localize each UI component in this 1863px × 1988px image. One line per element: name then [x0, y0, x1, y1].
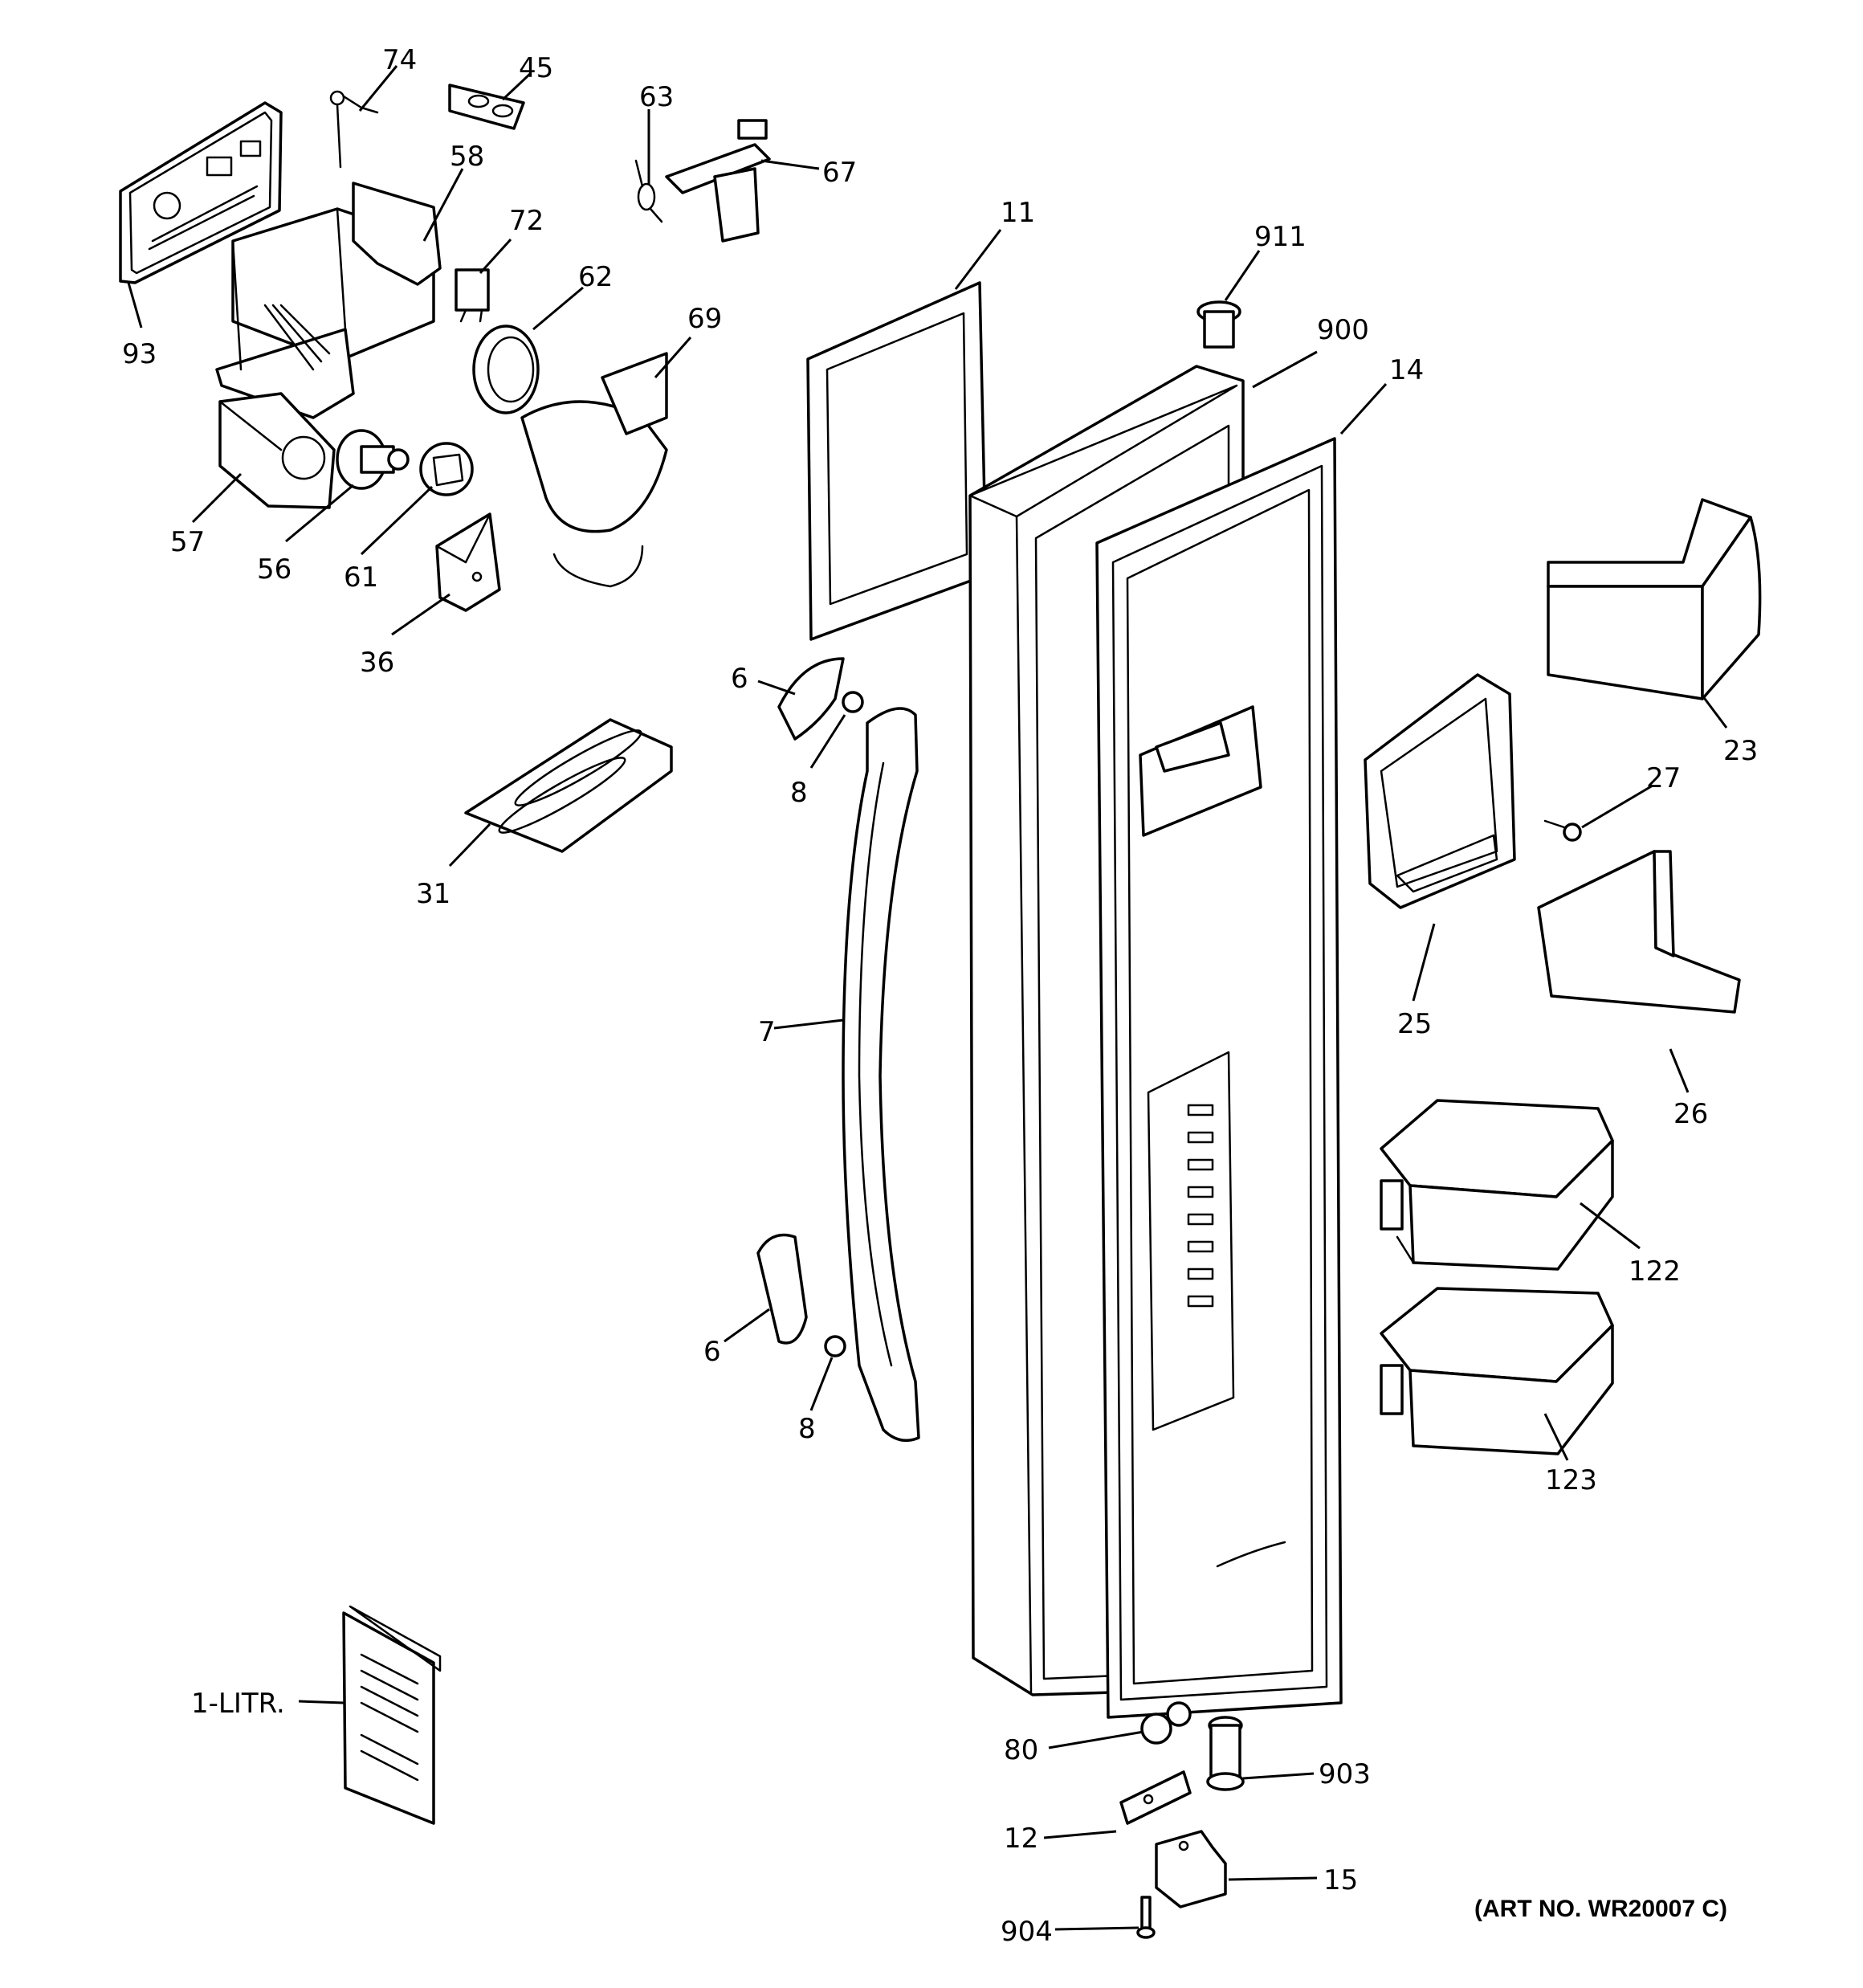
- part-123-door-bin: [1380, 1287, 1614, 1455]
- part-61-coupler: [419, 442, 474, 496]
- label-6-upper: 6: [731, 663, 748, 695]
- label-45: 45: [519, 52, 553, 84]
- label-57: 57: [170, 526, 205, 558]
- part-72-switch: [455, 268, 490, 323]
- part-903-bushing: [1206, 1716, 1245, 1791]
- label-80: 80: [1004, 1734, 1038, 1766]
- label-23: 23: [1723, 735, 1758, 767]
- label-7: 7: [758, 1016, 776, 1048]
- label-15: 15: [1323, 1864, 1358, 1896]
- part-122-door-bin: [1380, 1099, 1614, 1271]
- part-15-hinge: [1155, 1830, 1227, 1908]
- part-45-bracket: [448, 84, 525, 130]
- label-58: 58: [450, 141, 484, 173]
- part-labels: 74 45 63 67 58 72 62 69 93 57 56 61 36 3…: [122, 44, 1758, 1948]
- part-911-bushing: [1196, 300, 1241, 349]
- part-1-litr-literature: [342, 1605, 442, 1825]
- part-62-ring: [472, 325, 540, 414]
- label-14: 14: [1389, 354, 1424, 386]
- label-27: 27: [1646, 762, 1681, 794]
- label-31: 31: [416, 878, 450, 910]
- label-8-upper: 8: [790, 777, 808, 809]
- part-7-handle: [842, 707, 920, 1443]
- label-904: 904: [1001, 1916, 1053, 1948]
- label-67: 67: [822, 157, 857, 189]
- label-72: 72: [509, 205, 544, 237]
- label-69: 69: [687, 303, 722, 335]
- label-36: 36: [360, 647, 394, 679]
- part-67-lever: [665, 119, 771, 243]
- part-63-spring: [634, 159, 663, 223]
- label-93: 93: [122, 338, 157, 370]
- label-26: 26: [1673, 1098, 1708, 1130]
- part-58-housing: [215, 182, 442, 419]
- label-12: 12: [1004, 1823, 1038, 1855]
- part-11-frame: [806, 281, 988, 641]
- part-31-drip-tray: [464, 718, 673, 853]
- part-25-bin: [1364, 673, 1516, 909]
- part-69-chute: [520, 352, 668, 588]
- part-23-cover: [1547, 498, 1762, 700]
- part-80-bushing: [1140, 1701, 1192, 1745]
- part-6-upper-cap: [777, 657, 845, 741]
- label-25: 25: [1397, 1008, 1432, 1040]
- part-26-bin: [1537, 850, 1741, 1014]
- part-93-control-board: [119, 101, 283, 284]
- label-6-lower: 6: [703, 1336, 721, 1368]
- part-57-cover: [218, 392, 336, 509]
- part-14-liner: [1095, 437, 1343, 1719]
- part-56-auger: [336, 429, 410, 490]
- part-12-bracket: [1119, 1770, 1192, 1825]
- label-900: 900: [1317, 314, 1369, 346]
- label-62: 62: [578, 261, 613, 293]
- part-74-spring: [329, 90, 379, 169]
- part-27-screw: [1543, 819, 1582, 842]
- part-36-bracket: [435, 512, 501, 612]
- leader-lines: [127, 65, 1728, 1931]
- label-1-litr: 1-LITR.: [191, 1688, 285, 1720]
- part-8-upper-screw: [842, 691, 864, 713]
- label-8-lower: 8: [798, 1413, 816, 1445]
- label-56: 56: [257, 553, 291, 586]
- label-123: 123: [1545, 1464, 1597, 1496]
- label-911: 911: [1254, 221, 1307, 253]
- part-8-lower-screw: [824, 1335, 846, 1357]
- part-6-lower-cap: [756, 1233, 808, 1345]
- part-904-screw: [1136, 1896, 1156, 1939]
- label-903: 903: [1319, 1758, 1371, 1790]
- label-63: 63: [639, 81, 674, 113]
- art-number: (ART NO. WR20007 C): [1474, 1896, 1727, 1922]
- label-61: 61: [344, 561, 378, 594]
- label-122: 122: [1629, 1255, 1681, 1288]
- label-11: 11: [1001, 197, 1035, 229]
- shelf-notches: [1187, 1104, 1214, 1308]
- label-74: 74: [382, 44, 417, 76]
